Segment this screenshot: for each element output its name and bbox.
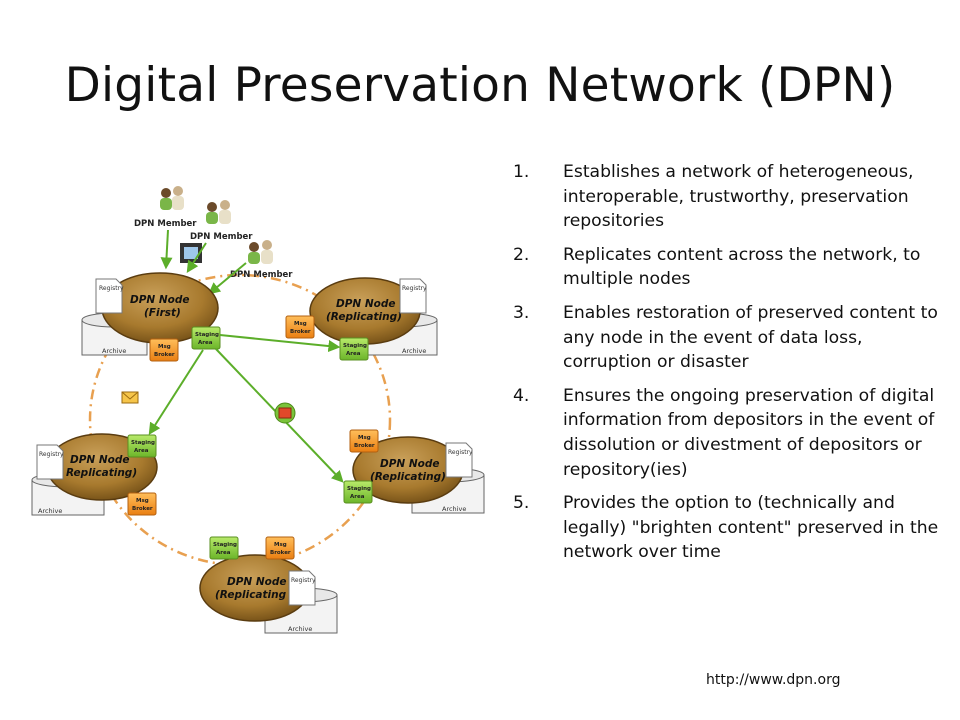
list-text: Replicates content across the network, t… — [563, 244, 921, 290]
list-number: 2. — [513, 244, 530, 265]
node-label-line1: DPN Node — [227, 576, 287, 588]
staging-label: Area — [216, 550, 231, 556]
staging-label: Staging — [343, 343, 367, 349]
broker-label: Broker — [290, 329, 311, 335]
member-group-1: DPN Member — [134, 186, 197, 229]
dpn-network-diagram: DPN Member DPN Member DPN Member Archive… — [31, 186, 485, 634]
source-url[interactable]: http://www.dpn.org — [706, 672, 841, 688]
msg-broker-box: Msg Broker — [149, 338, 179, 362]
msg-broker-box: Msg Broker — [265, 536, 295, 560]
list-text: Enables restoration of preserved content… — [563, 302, 938, 373]
staging-label: Staging — [131, 440, 155, 446]
node-label-line1: DPN Node — [336, 298, 396, 310]
staging-label: Staging — [195, 332, 219, 338]
staging-area-box: Staging Area — [339, 337, 369, 361]
broker-label: Msg — [158, 344, 171, 350]
node-replicating-right: Archive DPN Node (Replicating) Registry … — [343, 429, 485, 514]
registry-label: Registry — [402, 285, 427, 292]
node-label-line2: (Replicating — [215, 589, 287, 601]
staging-area-box: Staging Area — [127, 434, 157, 458]
list-text: Provides the option to (technically and … — [563, 493, 939, 563]
member-arrow — [160, 229, 173, 270]
broker-label: Msg — [136, 498, 149, 504]
feature-list: 1. Establishes a network of heterogeneous… — [513, 160, 943, 574]
list-number: 4. — [513, 385, 530, 406]
msg-broker-box: Msg Broker — [127, 492, 157, 516]
node-replicating-left: Archive DPN Node Replicating) Registry S… — [31, 433, 158, 516]
registry-document-icon: Registry — [399, 278, 427, 314]
registry-label: Registry — [99, 285, 124, 292]
node-label-line1: DPN Node — [70, 454, 130, 466]
staging-label: Area — [134, 448, 149, 454]
staging-area-box: Staging Area — [209, 536, 239, 560]
list-number: 5. — [513, 493, 530, 514]
node-first: Archive DPN Node (First) Registry Stagin… — [81, 272, 221, 362]
package-icon — [274, 402, 296, 424]
registry-document-icon: Registry — [445, 442, 473, 478]
broker-label: Broker — [154, 352, 175, 358]
registry-label: Registry — [448, 449, 473, 456]
member-people-icon — [248, 240, 273, 264]
node-label-line1: DPN Node — [380, 458, 440, 470]
replication-arrow — [148, 349, 204, 436]
archive-label: Archive — [38, 507, 62, 515]
staging-label: Area — [346, 351, 361, 357]
archive-label: Archive — [288, 625, 312, 633]
registry-document-icon: Registry — [36, 444, 64, 480]
member-group-2: DPN Member — [180, 200, 253, 263]
broker-label: Msg — [358, 435, 371, 441]
archive-label: Archive — [402, 347, 426, 355]
registry-label: Registry — [39, 451, 64, 458]
envelope-icon — [121, 391, 139, 404]
broker-label: Broker — [270, 550, 291, 556]
member-people-icon — [160, 186, 184, 210]
archive-label: Archive — [442, 505, 466, 513]
staging-area-box: Staging Area — [191, 326, 221, 350]
list-number: 3. — [513, 302, 530, 323]
replication-arrow — [219, 334, 341, 352]
list-item: 1. Establishes a network of heterogeneous… — [513, 160, 943, 234]
broker-label: Msg — [274, 542, 287, 548]
staging-area-box: Staging Area — [343, 480, 373, 504]
list-item: 2. Replicates content across the network,… — [513, 243, 943, 292]
member-group-3: DPN Member — [230, 240, 293, 280]
node-replicating-top-right: Archive DPN Node (Replicating) Registry … — [285, 277, 438, 361]
node-label-line2: Replicating) — [66, 467, 137, 479]
list-text: Ensures the ongoing preservation of digi… — [563, 385, 935, 480]
slide-title: Digital Preservation Network (DPN) — [64, 58, 896, 113]
staging-label: Area — [350, 494, 365, 500]
list-item: 5. Provides the option to (technically an… — [513, 491, 943, 565]
archive-label: Archive — [102, 347, 126, 355]
member-label: DPN Member — [230, 270, 293, 280]
broker-label: Broker — [354, 443, 375, 449]
staging-label: Area — [198, 340, 213, 346]
registry-document-icon: Registry — [95, 278, 124, 314]
list-number: 1. — [513, 162, 530, 182]
staging-label: Staging — [347, 486, 371, 492]
list-item: 4. Ensures the ongoing preservation of di… — [513, 384, 943, 482]
node-label-line2: (Replicating) — [326, 311, 402, 323]
registry-label: Registry — [291, 577, 316, 584]
registry-document-icon: Registry — [288, 570, 316, 606]
member-arrow — [208, 262, 247, 295]
node-replicating-bottom: Archive DPN Node (Replicating Registry S… — [199, 536, 338, 634]
staging-label: Staging — [213, 542, 237, 548]
node-label-line2: (First) — [144, 307, 181, 319]
list-text: Establishes a network of heterogeneous, … — [563, 162, 914, 232]
broker-label: Msg — [294, 321, 307, 327]
member-people-icon — [206, 200, 231, 224]
broker-label: Broker — [132, 506, 153, 512]
member-label: DPN Member — [190, 232, 253, 242]
msg-broker-box: Msg Broker — [285, 315, 315, 339]
list-item: 3. Enables restoration of preserved conte… — [513, 301, 943, 375]
member-arrow — [186, 242, 207, 274]
node-label-line2: (Replicating) — [370, 471, 446, 483]
network-ring — [88, 273, 392, 567]
msg-broker-box: Msg Broker — [349, 429, 379, 453]
node-label-line1: DPN Node — [130, 294, 190, 306]
member-label: DPN Member — [134, 219, 197, 229]
